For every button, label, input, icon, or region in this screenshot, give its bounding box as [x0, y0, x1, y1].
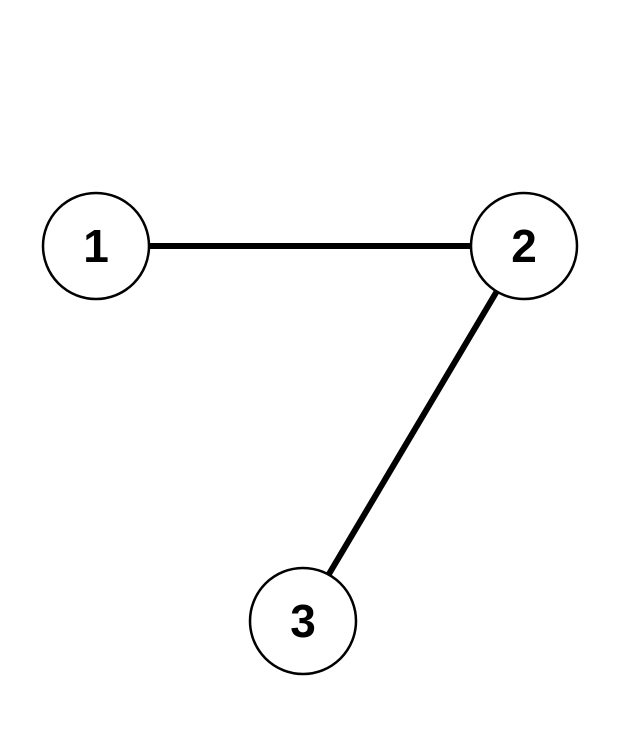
node-3-label: 3 [290, 595, 316, 647]
edge-2-3 [326, 289, 500, 576]
node-1-circle [41, 191, 151, 301]
node-3-circle [248, 566, 358, 676]
node-1-label: 1 [83, 220, 109, 272]
node-2-circle [469, 191, 579, 301]
node-2-label: 2 [511, 220, 537, 272]
node-1: 1 [41, 191, 151, 301]
node-2: 2 [469, 191, 579, 301]
node-3: 3 [248, 566, 358, 676]
